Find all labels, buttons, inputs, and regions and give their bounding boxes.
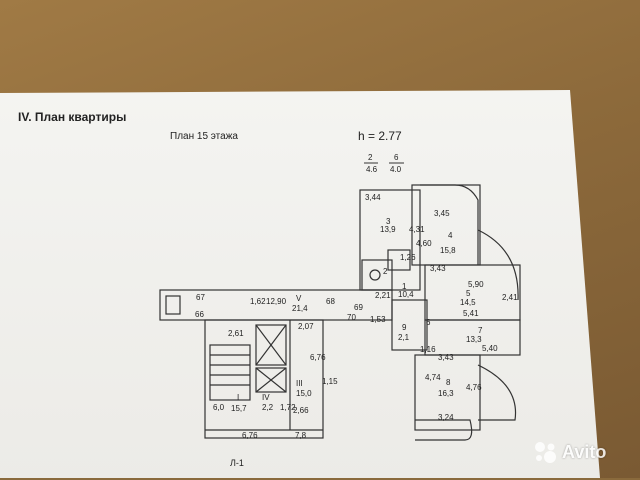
fraction-annotations: 2 4.6 6 4.0	[364, 153, 404, 174]
room-number: I	[237, 393, 239, 402]
dim-label: 4,60	[416, 239, 432, 248]
room-area: 13,9	[380, 225, 396, 234]
dim-label: 4,74	[425, 373, 441, 382]
dim-label: 1,16	[420, 345, 436, 354]
dim-label: 4,76	[466, 383, 482, 392]
dim-label: 1,62	[250, 297, 266, 306]
ceiling-height: h = 2.77	[358, 129, 402, 143]
dim-label: 1,26	[400, 253, 416, 262]
floor-plan-label: План 15 этажа	[170, 131, 238, 142]
dim-label: 66	[195, 310, 204, 319]
room-number: 5	[466, 289, 471, 298]
dim-label: 3,24	[438, 413, 454, 422]
dim-label: 2,07	[298, 322, 314, 331]
dim-label: 6,76	[242, 431, 258, 440]
room-area: 16,3	[438, 389, 454, 398]
dim-label: 5,41	[463, 309, 479, 318]
dim-label: 7,8	[295, 431, 307, 440]
room-area: 2,2	[262, 403, 274, 412]
dim-label: 67	[196, 293, 205, 302]
fraction-top: 6	[394, 153, 399, 162]
dim-label: 2,66	[293, 406, 309, 415]
room-area: 15,8	[440, 246, 456, 255]
dim-label: 3,45	[434, 209, 450, 218]
room-area: 13,3	[466, 335, 482, 344]
room-area: 15,7	[231, 404, 247, 413]
dim-label: 6,76	[310, 353, 326, 362]
room-number: V	[296, 294, 302, 303]
dim-label: 1,15	[322, 377, 338, 386]
room-number: 7	[478, 326, 483, 335]
room-number: 9	[402, 323, 407, 332]
room-number: 8	[446, 378, 451, 387]
fraction-bottom: 4.6	[366, 165, 378, 174]
dim-label: 3,43	[438, 353, 454, 362]
dim-label: 3,43	[430, 264, 446, 273]
room-number: 2	[383, 267, 388, 276]
dim-label: 3,44	[365, 193, 381, 202]
dim-label: 1,53	[370, 315, 386, 324]
room-area: 2,1	[398, 333, 410, 342]
room-number: 3	[386, 217, 391, 226]
dim-label: 68	[326, 297, 335, 306]
room-area: 21,4	[292, 304, 308, 313]
dim-label: 1,72	[280, 403, 296, 412]
watermark-text: Avito	[562, 441, 607, 462]
avito-dots-icon	[535, 442, 556, 463]
room-number: 1	[402, 282, 407, 291]
avito-watermark: Avito	[532, 440, 606, 464]
fraction-top: 2	[368, 153, 373, 162]
room-number: IV	[262, 393, 270, 402]
dim-label: 69	[354, 303, 363, 312]
room-area: 14,5	[460, 298, 476, 307]
room-number: III	[296, 379, 303, 388]
dim-label: 2,21	[375, 291, 391, 300]
document-sheet	[0, 90, 600, 478]
walls	[159, 184, 521, 441]
room-area: 10,4	[398, 290, 414, 299]
dim-label: 6,0	[213, 403, 225, 412]
room-area: 15,0	[296, 389, 312, 398]
dim-label: 5,90	[468, 280, 484, 289]
dim-label: 70	[347, 313, 356, 322]
dim-label: 4,31	[409, 225, 425, 234]
room-number: 4	[448, 231, 453, 240]
dim-label: 2,61	[228, 329, 244, 338]
dim-label: 5,40	[482, 344, 498, 353]
dim-label: 2,41	[502, 293, 518, 302]
room-number: 6	[426, 318, 431, 327]
dim-label: 12,90	[266, 297, 287, 306]
footer-mark: Л-1	[230, 458, 244, 468]
section-title: IV. План квартиры	[18, 110, 127, 124]
dimension-labels: 3,44 3,45 3 13,9 4,31 4 15,8 4,60 1,26 3…	[195, 193, 518, 440]
fraction-bottom: 4.0	[390, 165, 402, 174]
